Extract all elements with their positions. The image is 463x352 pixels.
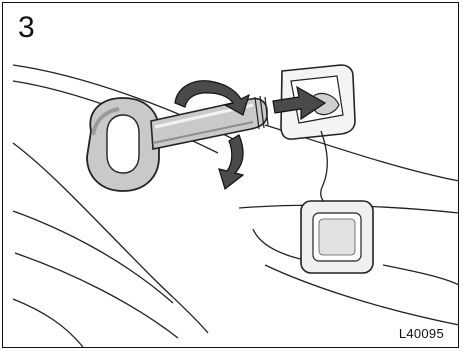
- diagram-frame: 3 L40095: [2, 2, 459, 348]
- access-cover-icon: [301, 201, 373, 273]
- cover-tether: [321, 131, 327, 203]
- figure-code: L40095: [399, 326, 444, 341]
- step-number: 3: [18, 13, 35, 43]
- towing-eyelet-illustration: [3, 3, 460, 349]
